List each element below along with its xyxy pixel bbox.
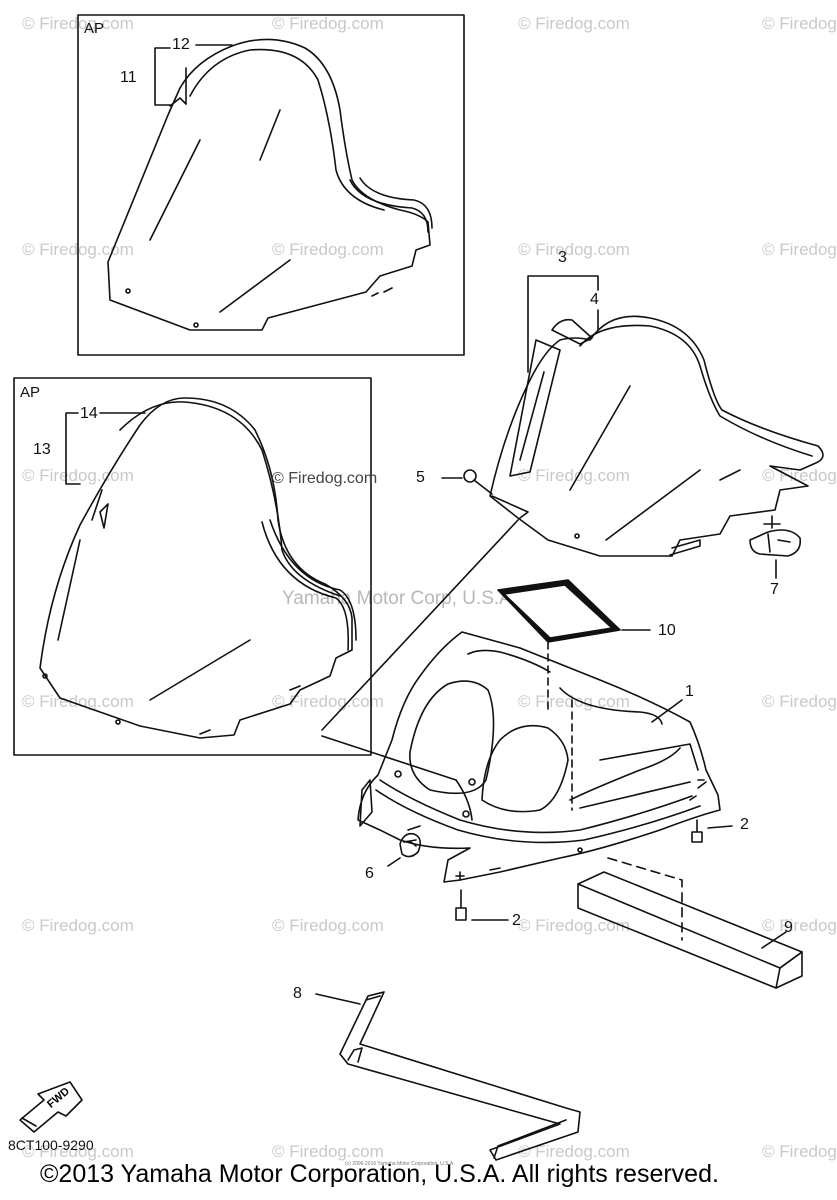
bolt-2a: [691, 819, 703, 843]
fwd-arrow: [19, 1081, 83, 1133]
callout-7: 7: [770, 581, 779, 598]
callout-1: 1: [685, 683, 694, 700]
callout-2: 2: [512, 912, 521, 929]
callout-13: 13: [33, 441, 51, 458]
watermark: © Firedog.com: [518, 240, 630, 259]
watermark: © Firedog.com: [518, 466, 630, 485]
watermark: © Firedog.com: [22, 916, 134, 935]
watermark: © Firedog.com: [272, 240, 384, 259]
watermark: © Firedog.com: [518, 14, 630, 33]
callout-9: 9: [784, 919, 793, 936]
fairing-1: [357, 631, 721, 883]
watermark: © Firedog.com: [272, 1142, 384, 1161]
watermark: © Firedog.com: [22, 692, 134, 711]
callout-14: 14: [80, 405, 98, 422]
clip-7: [749, 529, 802, 557]
grommet-6: [399, 832, 422, 858]
watermark: © Firedog.com: [762, 916, 837, 935]
bolt-2b: [455, 889, 467, 921]
part-code: 8CT100-9290: [8, 1137, 94, 1153]
windshield-left: [39, 397, 353, 739]
callout-3: 3: [558, 249, 567, 266]
watermark: © Firedog.com: [272, 916, 384, 935]
watermark: © Firedog.com: [272, 692, 384, 711]
copyright-notice: ©2013 Yamaha Motor Corporation, U.S.A. A…: [40, 1160, 719, 1188]
watermark: © Firedog.com: [762, 692, 837, 711]
watermark: © Firedog.com: [518, 1142, 630, 1161]
callout-10: 10: [658, 622, 676, 639]
callout-11: 11: [120, 69, 137, 86]
ap-box-top: [77, 14, 465, 356]
ap-box-left: [13, 377, 372, 756]
bracket-8: [339, 991, 581, 1161]
ap-label-top: AP: [84, 20, 105, 37]
watermark: © Firedog.com: [272, 14, 384, 33]
watermark: © Firedog.com: [518, 916, 630, 935]
watermark: © Firedog.com: [22, 1142, 134, 1161]
callout-4: 4: [590, 291, 599, 308]
watermark: © Firedog.com: [518, 692, 630, 711]
callout-12: 12: [172, 36, 190, 53]
watermark: © Firedog.com: [762, 240, 837, 259]
watermark: © Firedog.com: [762, 14, 837, 33]
windshield-3: [489, 315, 824, 557]
tiny-notice: (c) 2006-2016 Yamaha Motor Corporation, …: [345, 1161, 455, 1167]
ap-label-left: AP: [20, 384, 41, 401]
callout-8: 8: [293, 985, 302, 1002]
inner-watermark: © Firedog.com: [272, 470, 378, 487]
windshield-top: [107, 38, 431, 331]
callout-2: 2: [740, 816, 749, 833]
callout-6: 6: [365, 865, 374, 882]
callout-5: 5: [416, 469, 425, 486]
watermark: © Firedog.com: [762, 1142, 837, 1161]
watermark: © Firedog.com: [762, 466, 837, 485]
